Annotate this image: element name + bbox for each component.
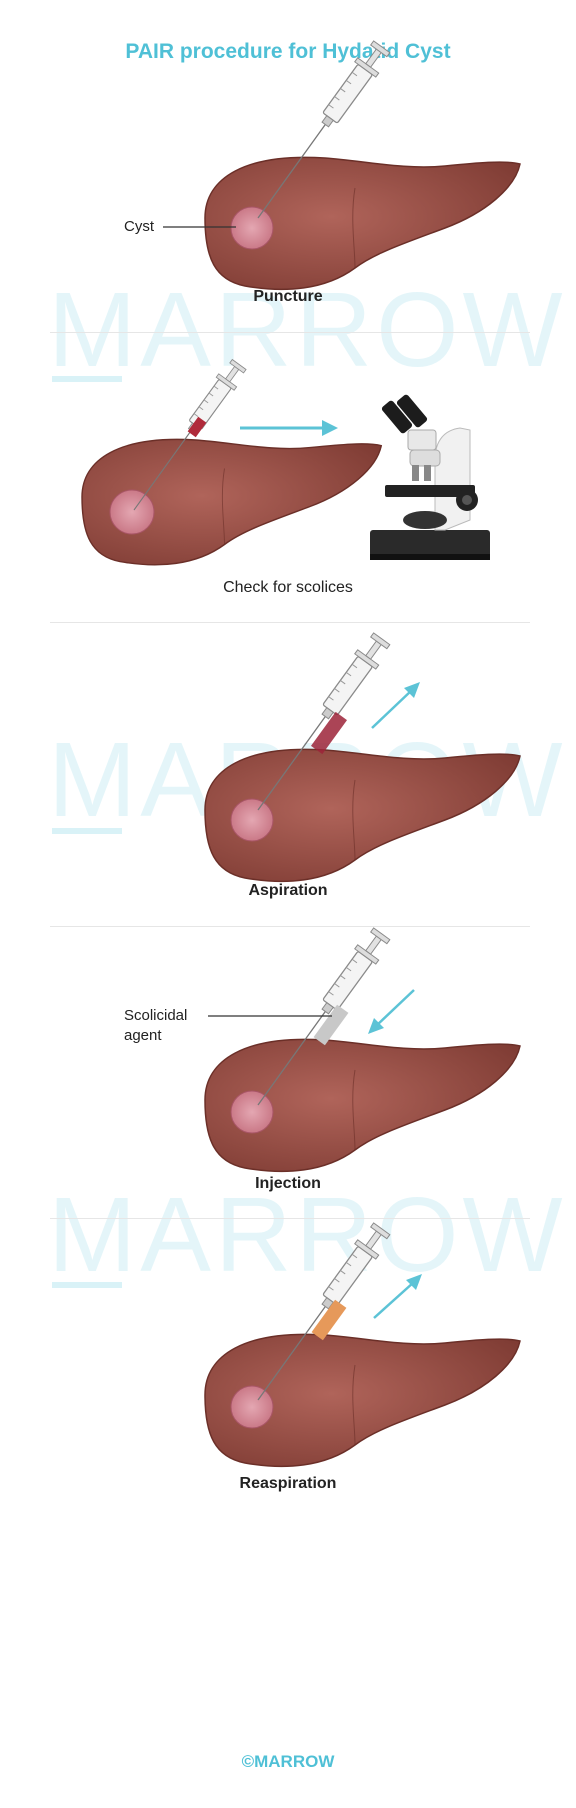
caption-check: Check for scolices <box>223 579 353 596</box>
cyst-label: Cyst <box>124 218 154 235</box>
arrow-down <box>368 989 415 1034</box>
caption-aspiration: Aspiration <box>248 882 328 899</box>
caption-reaspiration: Reaspiration <box>239 1475 337 1492</box>
microscope-icon <box>370 394 490 560</box>
liver-aspiration <box>204 748 521 883</box>
scolicidal-label-1: Scolicidal <box>124 1007 188 1024</box>
section-divider <box>50 1218 530 1219</box>
arrow-to-microscope <box>240 420 338 436</box>
section-divider <box>50 332 530 333</box>
footer-logo: ©MARROW <box>241 1752 335 1771</box>
watermark-bar <box>52 376 122 382</box>
scolicidal-label-2: agent <box>124 1027 162 1044</box>
liver-injection <box>204 1038 521 1173</box>
arrow-up <box>371 682 420 729</box>
liver-puncture <box>204 156 521 291</box>
liver-check <box>81 438 382 566</box>
cyst-icon <box>230 206 274 250</box>
section-divider <box>50 926 530 927</box>
watermark-bar <box>52 1282 122 1288</box>
page-title: PAIR procedure for Hydatid Cyst <box>125 40 451 63</box>
watermark-bar <box>52 828 122 834</box>
caption-puncture: Puncture <box>253 288 323 305</box>
arrow-up <box>373 1274 422 1319</box>
watermark: MARROW <box>48 1176 567 1294</box>
liver-reaspiration <box>204 1333 521 1468</box>
section-divider <box>50 622 530 623</box>
watermark: MARROW <box>48 271 567 389</box>
caption-injection: Injection <box>255 1175 321 1192</box>
